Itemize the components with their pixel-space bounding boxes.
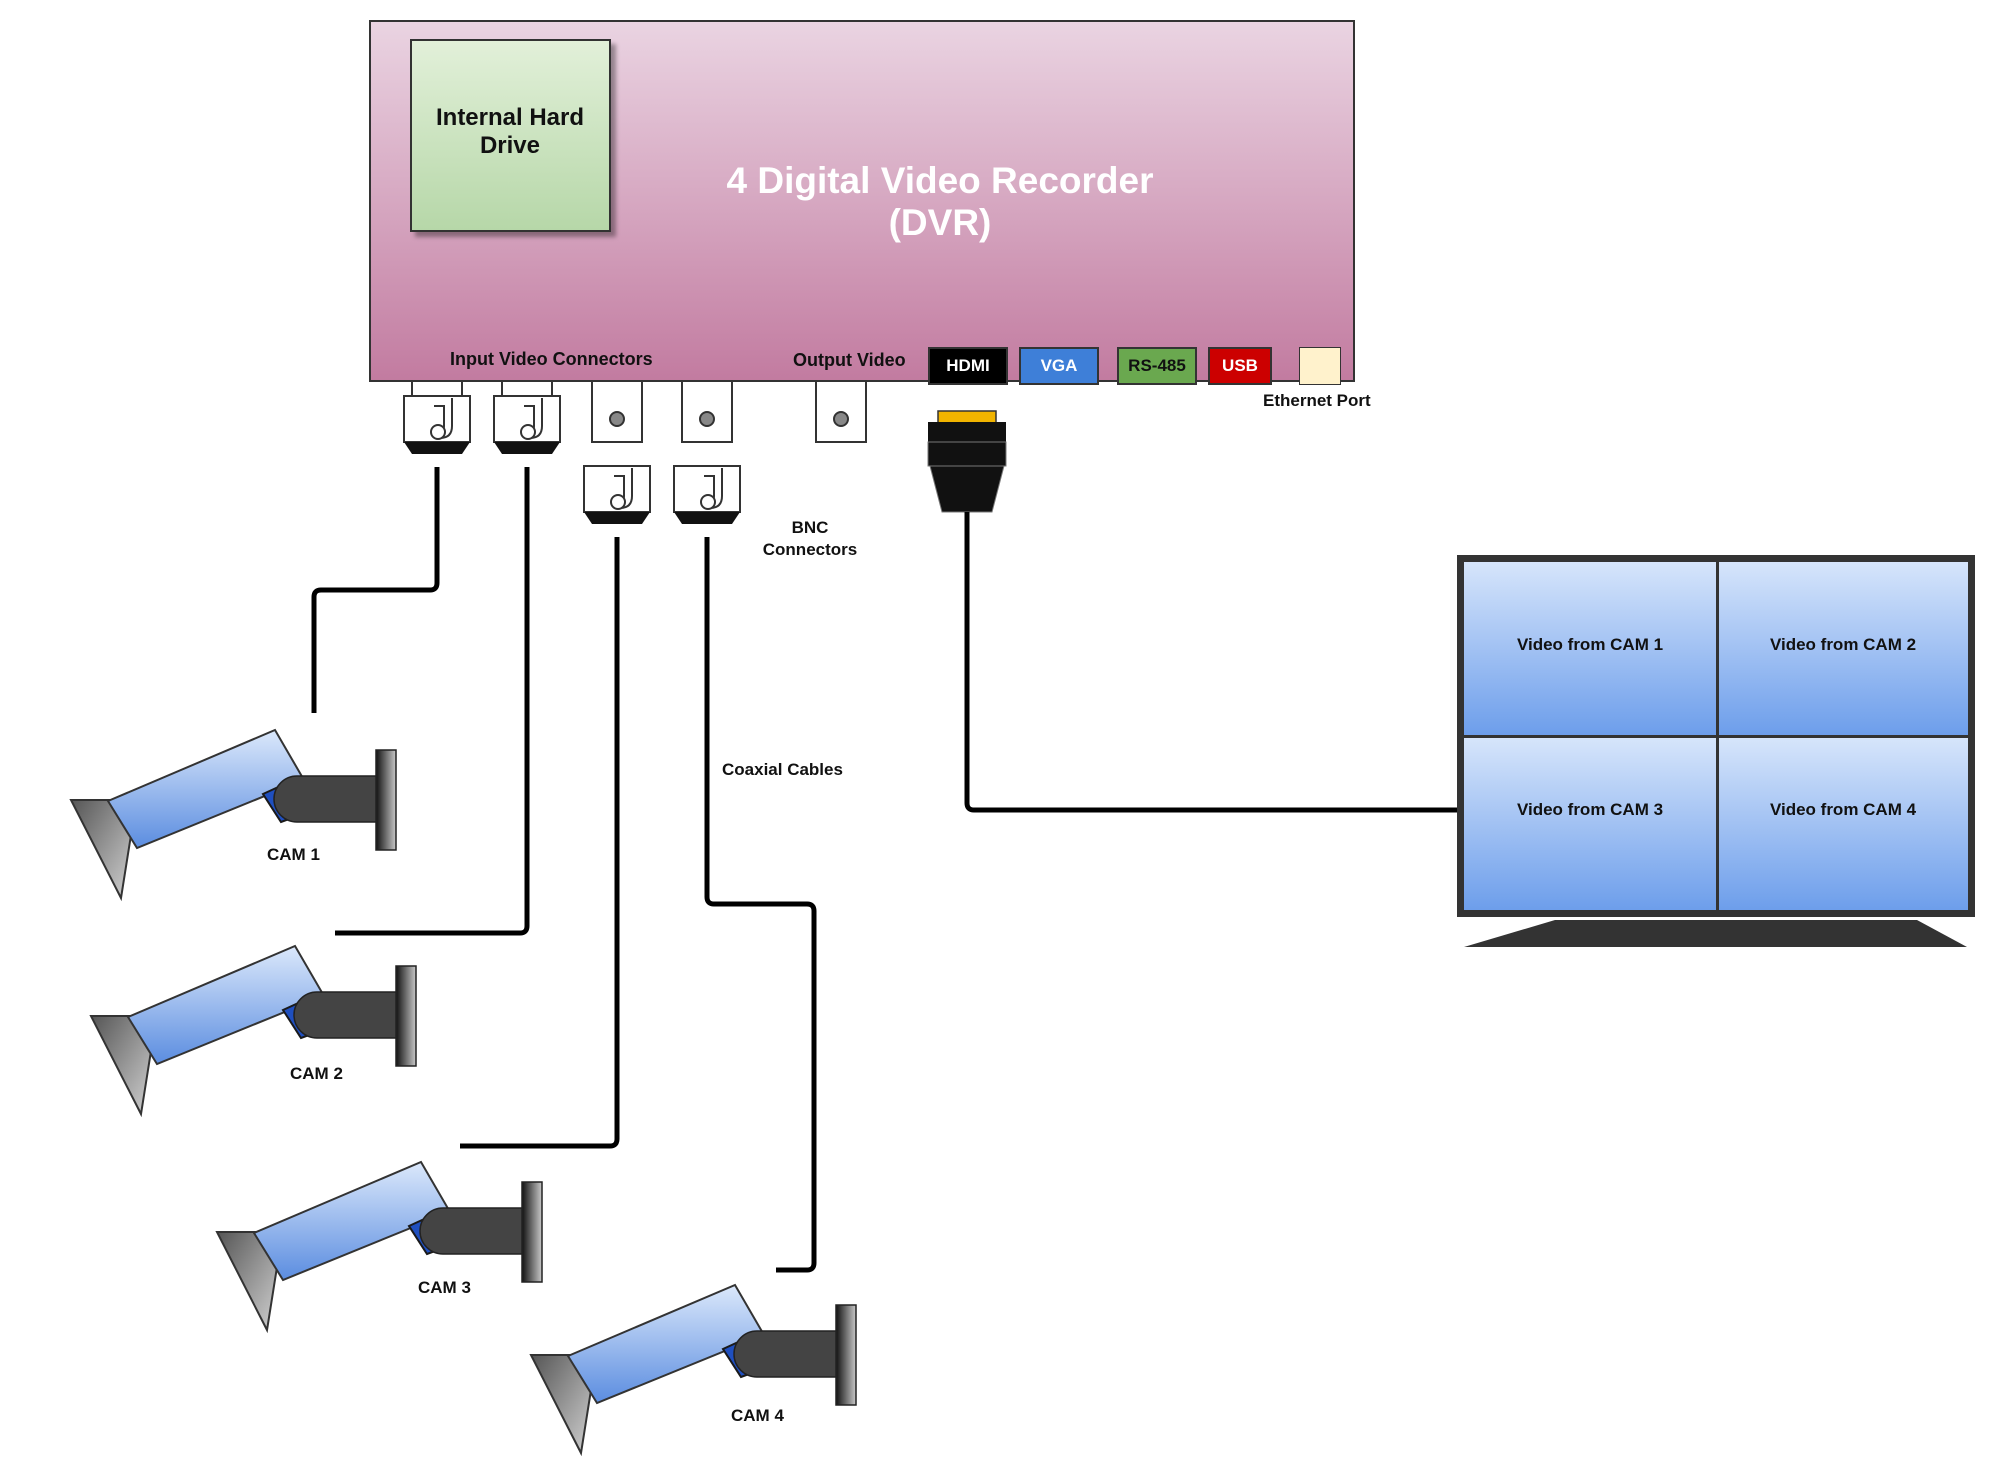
camera-label-2: CAM 2 xyxy=(290,1064,343,1083)
hdmi-plug-icon xyxy=(927,410,1007,513)
output-video-label: Output Video xyxy=(793,350,906,370)
camera-label-3: CAM 3 xyxy=(418,1278,471,1297)
dvr-title-line2: (DVR) xyxy=(888,202,992,243)
bnc-label-line1: BNC xyxy=(791,518,829,537)
output-video-jack xyxy=(815,380,867,443)
monitor-cell-cam4: Video from CAM 4 xyxy=(1769,800,1917,819)
hdd-label-line1: Internal Hard xyxy=(435,104,585,131)
input-jack-4 xyxy=(681,380,733,443)
input-connectors-label: Input Video Connectors xyxy=(450,349,653,369)
rs485-port: RS-485 xyxy=(1117,347,1197,385)
camera-icon xyxy=(216,1161,543,1331)
cable-cam2 xyxy=(335,467,530,936)
cable-cam1 xyxy=(311,467,440,713)
cable-cam4 xyxy=(704,537,817,1273)
ethernet-port-label: Ethernet Port xyxy=(1263,391,1371,410)
hdd-label: Internal Hard Drive xyxy=(410,104,610,160)
camera-label-1: CAM 1 xyxy=(267,845,320,864)
camera-icon xyxy=(70,729,397,899)
bnc-connector-icon xyxy=(673,465,741,525)
coaxial-cables xyxy=(311,467,817,1273)
bnc-connector-icon xyxy=(493,395,561,455)
bnc-connectors-label: BNC Connectors xyxy=(740,517,880,561)
monitor-cell-cam3: Video from CAM 3 xyxy=(1516,800,1664,819)
internal-hard-drive xyxy=(410,39,611,232)
camera-icon xyxy=(90,945,417,1115)
dvr-title-line1: 4 Digital Video Recorder xyxy=(726,160,1154,201)
vga-port: VGA xyxy=(1019,347,1099,385)
hdd-label-line2: Drive xyxy=(479,132,541,159)
input-jack-3 xyxy=(591,380,643,443)
camera-label-4: CAM 4 xyxy=(731,1406,784,1425)
bnc-label-line2: Connectors xyxy=(762,540,858,559)
coaxial-cables-label: Coaxial Cables xyxy=(722,760,843,779)
monitor-icon xyxy=(1457,555,1975,947)
hdmi-port: HDMI xyxy=(928,347,1008,385)
hdmi-cable xyxy=(964,512,1457,813)
cable-cam3 xyxy=(460,537,620,1149)
usb-port: USB xyxy=(1208,347,1272,385)
camera-icon xyxy=(530,1284,857,1454)
bnc-connector-icon xyxy=(583,465,651,525)
ethernet-port xyxy=(1299,347,1341,385)
dvr-title: 4 Digital Video Recorder (DVR) xyxy=(590,160,1290,244)
bnc-connector-icon xyxy=(403,395,471,455)
monitor-cell-cam2: Video from CAM 2 xyxy=(1769,635,1917,654)
monitor-cell-cam1: Video from CAM 1 xyxy=(1516,635,1664,654)
